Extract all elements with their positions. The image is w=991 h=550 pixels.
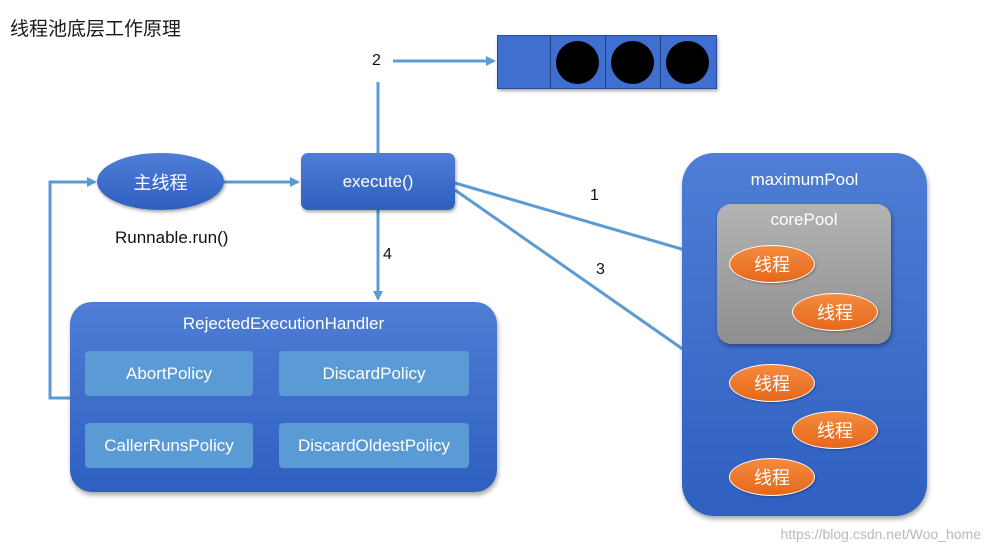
main-thread-node: 主线程 bbox=[97, 153, 224, 210]
queued-task-dot bbox=[611, 41, 654, 84]
page-title: 线程池底层工作原理 bbox=[10, 18, 182, 40]
extra-thread: 线程 bbox=[729, 458, 815, 496]
queue-slot bbox=[550, 36, 604, 88]
policy-abort: AbortPolicy bbox=[85, 351, 253, 396]
core-thread: 线程 bbox=[729, 245, 815, 283]
core-thread: 线程 bbox=[792, 293, 878, 331]
queued-task-dot bbox=[556, 41, 599, 84]
maximum-pool-title: maximumPool bbox=[750, 170, 859, 189]
policy-discard-oldest: DiscardOldestPolicy bbox=[279, 423, 469, 468]
arrow-label-1: 1 bbox=[590, 187, 599, 204]
extra-thread: 线程 bbox=[729, 364, 815, 402]
arrow-label-4: 4 bbox=[383, 246, 392, 263]
queued-task-dot bbox=[666, 41, 709, 84]
queue-slot bbox=[605, 36, 659, 88]
runnable-run-caption: Runnable.run() bbox=[115, 228, 229, 247]
arrow-label-2: 2 bbox=[372, 52, 381, 69]
core-pool-title: corePool bbox=[770, 210, 838, 229]
queue-slot bbox=[660, 36, 714, 88]
task-queue bbox=[497, 35, 717, 89]
extra-thread: 线程 bbox=[792, 411, 878, 449]
policy-caller-runs: CallerRunsPolicy bbox=[85, 423, 253, 468]
arrow-to-core-thread bbox=[454, 181, 728, 265]
watermark: https://blog.csdn.net/Woo_home bbox=[780, 526, 981, 542]
arrow-label-3: 3 bbox=[596, 261, 605, 278]
rejected-handler-title: RejectedExecutionHandler bbox=[182, 314, 385, 333]
arrow-feedback-loop bbox=[48, 177, 97, 400]
rejected-execution-handler: RejectedExecutionHandler AbortPolicy Dis… bbox=[70, 302, 497, 492]
policy-discard: DiscardPolicy bbox=[279, 351, 469, 396]
arrow-to-max-thread bbox=[454, 188, 729, 382]
execute-node: execute() bbox=[301, 153, 455, 210]
